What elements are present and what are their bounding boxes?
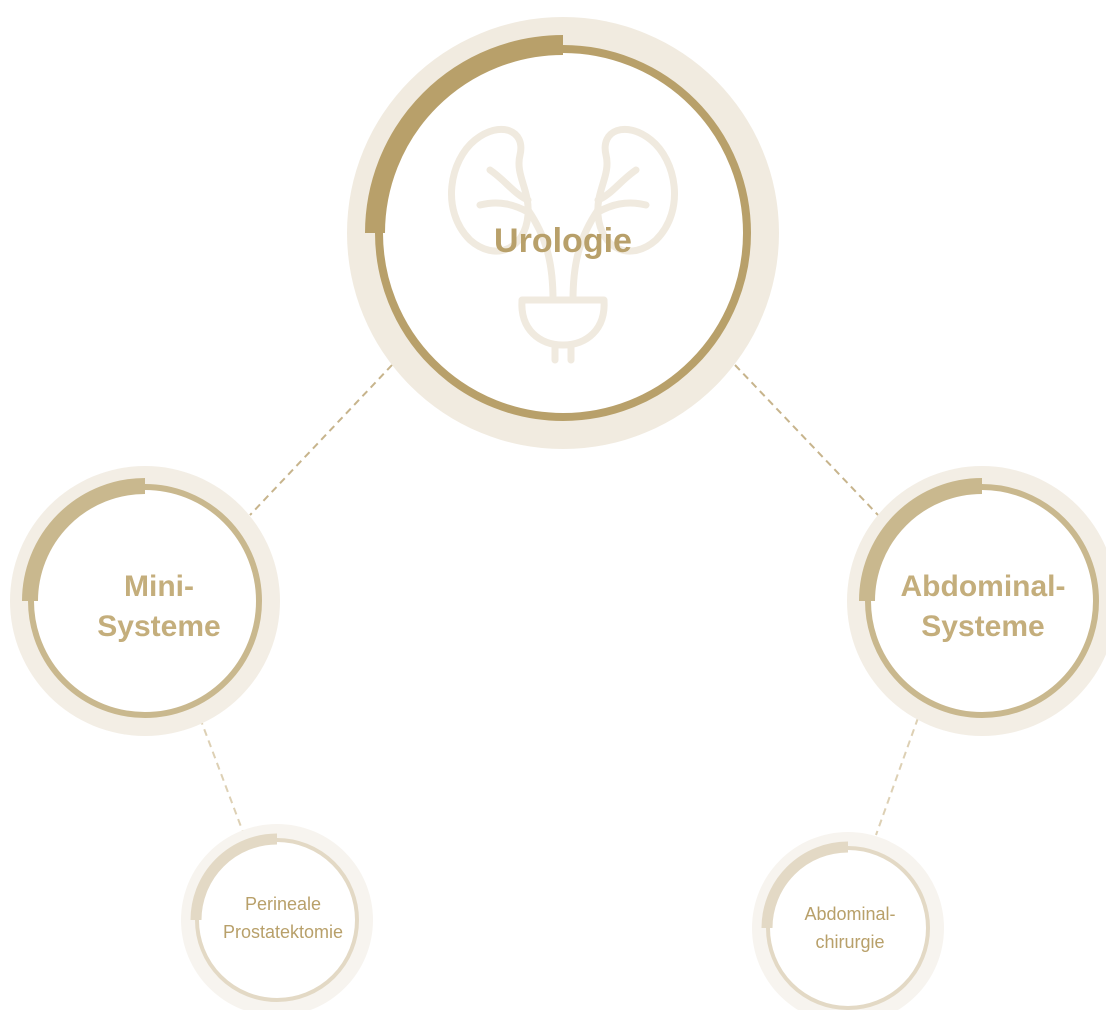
node-mini-systeme[interactable] xyxy=(10,466,280,736)
node-abdominalchirurgie[interactable] xyxy=(752,832,944,1010)
node-perineale-prostatektomie[interactable] xyxy=(181,824,373,1010)
node-urologie[interactable] xyxy=(347,17,779,449)
connector-urologie-abdominal xyxy=(734,364,879,516)
node-mini-progress-arc xyxy=(22,478,146,602)
node-abdominal-systeme[interactable] xyxy=(847,466,1106,736)
connectors xyxy=(199,364,919,836)
node-mini-inner xyxy=(31,487,259,715)
connector-abdominal-abdominalchirurgie xyxy=(875,717,919,836)
node-perineale-inner xyxy=(197,840,357,1000)
node-urologie-progress-arc xyxy=(365,35,564,234)
node-abdominal-inner xyxy=(868,487,1096,715)
node-abdominalchirurgie-inner xyxy=(768,848,928,1008)
connector-urologie-mini xyxy=(249,364,393,516)
connector-mini-perineale xyxy=(199,717,244,833)
node-abdominalchirurgie-progress-arc xyxy=(761,841,849,929)
kidney-urinary-tract-icon xyxy=(448,125,678,364)
node-perineale-progress-arc xyxy=(190,833,278,921)
node-abdominal-progress-arc xyxy=(859,478,983,602)
